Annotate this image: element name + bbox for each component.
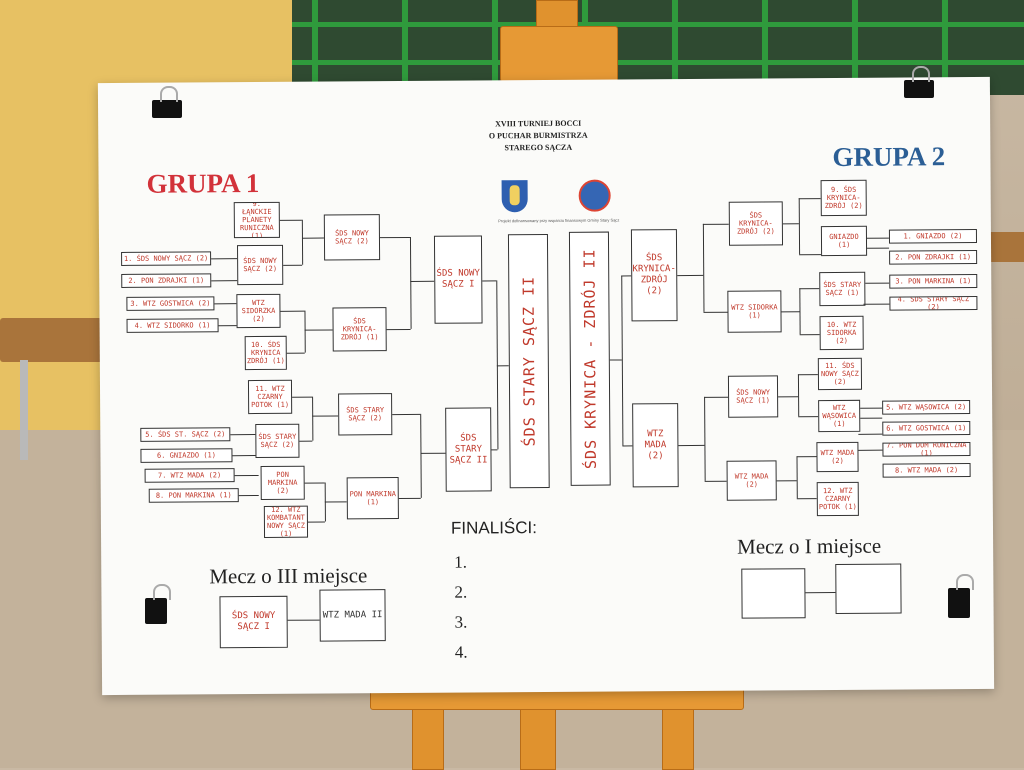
g1-seed-box: 7. WTZ MADA (2) — [145, 468, 235, 483]
g2-seed-box: 5. WTZ WĄSOWICA (2) — [882, 400, 970, 415]
g1-round1-box: ŚDS NOWY SĄCZ (2) — [237, 245, 283, 285]
easel-clamp — [500, 26, 618, 82]
g2-seed-box: 1. GNIAZDO (2) — [889, 229, 977, 244]
bench-right — [986, 232, 1024, 262]
g2-finalist-box: ŚDS KRYNICA - ZDRÓJ II — [569, 232, 611, 486]
title-line: STAREGO SĄCZA — [448, 141, 628, 154]
finalist-slot: 2. — [454, 583, 467, 603]
organizer-round-logo — [579, 180, 611, 212]
g2-seed-box: 7. PON DOM RUNICZNA (1) — [882, 442, 970, 457]
g2-round2-box: WTZ MADA (2) — [727, 460, 777, 500]
finalist-slot: 3. — [455, 613, 468, 633]
g1-round1-box: ŚDS STARY SĄCZ (2) — [255, 424, 299, 458]
g2-round1-box: WTZ MADA (2) — [816, 442, 858, 472]
g1-seed-box: 4. WTZ SIDORKO (1) — [127, 318, 219, 333]
g1-finalist-label: ŚDS STARY SĄCZ II — [524, 276, 533, 447]
g1-round2-box: ŚDS NOWY SĄCZ (2) — [324, 214, 380, 260]
g1-round1-box: PON MARKINA (2) — [261, 466, 305, 500]
g2-round1-box: ŚDS STARY SĄCZ (1) — [819, 272, 865, 306]
g1-seed-box: 5. ŚDS ST. SĄCZ (2) — [140, 427, 230, 442]
group1-title: GRUPA 1 — [146, 168, 259, 200]
tournament-bracket-board: XVIII TURNIEJ BOCCI O PUCHAR BURMISTRZA … — [98, 77, 994, 695]
third-place-title: Mecz o III miejsce — [209, 563, 367, 589]
g1-seed-box: 8. PON MARKINA (1) — [149, 488, 239, 503]
g1-round1-box: WTZ SIDORZKA (2) — [236, 294, 280, 328]
g2-seed-box: 4. ŚDS STARY SĄCZ (2) — [889, 296, 977, 311]
g2-round1-box: WTZ WĄSOWICA (1) — [818, 400, 860, 432]
tournament-title: XVIII TURNIEJ BOCCI O PUCHAR BURMISTRZA … — [448, 117, 628, 154]
finalists-heading: FINALIŚCI: — [451, 518, 537, 539]
g2-round1-box: GNIAZDO (1) — [821, 226, 867, 256]
g2-round1-box: 10. WTZ SIDORKA (2) — [820, 316, 864, 350]
town-crest-logo — [502, 180, 528, 212]
g1-round1-box: 12. WTZ KOMBATANT NOWY SĄCZ (1) — [264, 506, 308, 538]
g2-round1-box: 11. ŚDS NOWY SĄCZ (2) — [818, 358, 862, 390]
g1-seed-box: 3. WTZ GOSTWICA (2) — [126, 296, 214, 311]
binder-clip — [152, 100, 182, 118]
g1-seed-box: 2. PON ZDRAJKI (1) — [121, 273, 211, 288]
g1-seed-box: 1. ŚDS NOWY SĄCZ (2) — [121, 251, 211, 266]
g1-round1-box: 10. ŚDS KRYNICA ZDRÓJ (1) — [245, 336, 287, 370]
group2-title: GRUPA 2 — [832, 141, 945, 173]
binder-clip — [904, 80, 934, 98]
binder-clip — [948, 588, 970, 618]
g1-round1-box: 11. WTZ CZARNY POTOK (1) — [248, 380, 292, 414]
g2-round2-box: ŚDS NOWY SĄCZ (1) — [728, 375, 778, 417]
bench-leg — [20, 360, 28, 460]
g1-finalist-box: ŚDS STARY SĄCZ II — [508, 234, 550, 488]
g1-seed-box: 6. GNIAZDO (1) — [140, 448, 232, 463]
third-place-team-box: WTZ MADA II — [319, 589, 385, 641]
first-place-title: Mecz o I miejsce — [737, 534, 881, 560]
g1-semifinal-box: ŚDS NOWY SĄCZ I — [434, 235, 483, 323]
g2-round1-box: 9. ŚDS KRYNICA-ZDRÓJ (2) — [821, 180, 867, 216]
g1-semifinal-box: ŚDS STARY SĄCZ II — [445, 407, 492, 491]
g2-semifinal-box: ŚDS KRYNICA-ZDRÓJ (2) — [631, 229, 678, 321]
third-place-team-box: ŚDS NOWY SĄCZ I — [219, 596, 287, 648]
finalist-slot: 4. — [455, 643, 468, 663]
binder-clip — [145, 598, 167, 624]
g2-finalist-label: ŚDS KRYNICA - ZDRÓJ II — [585, 248, 595, 469]
g2-semifinal-box: WTZ MADA (2) — [632, 403, 679, 487]
first-place-team-box — [741, 568, 805, 618]
finalist-slot: 1. — [454, 553, 467, 573]
g2-round1-box: 12. WTZ CZARNY POTOK (1) — [817, 482, 859, 516]
g2-seed-box: 8. WTZ MADA (2) — [883, 463, 971, 478]
g1-round2-box: ŚDS KRYNICA-ZDRÓJ (1) — [332, 307, 386, 351]
funding-note: Projekt dofinansowany przy wsparciu fina… — [479, 217, 639, 223]
g1-round1-box: 9. ŁĄNCKIE PLANETY RUNICZNA (1) — [234, 202, 280, 238]
g2-seed-box: 3. PON MARKINA (1) — [889, 274, 977, 289]
g2-seed-box: 6. WTZ GOSTWICA (1) — [882, 421, 970, 436]
g1-round2-box: PON MARKINA (1) — [347, 477, 399, 519]
g2-round2-box: WTZ SIDORKA (1) — [727, 290, 781, 332]
first-place-team-box — [835, 564, 901, 614]
g2-seed-box: 2. PON ZDRAJKI (1) — [889, 250, 977, 265]
g2-round2-box: ŚDS KRYNICA-ZDRÓJ (2) — [729, 201, 783, 245]
g1-round2-box: ŚDS STARY SĄCZ (2) — [338, 393, 392, 435]
